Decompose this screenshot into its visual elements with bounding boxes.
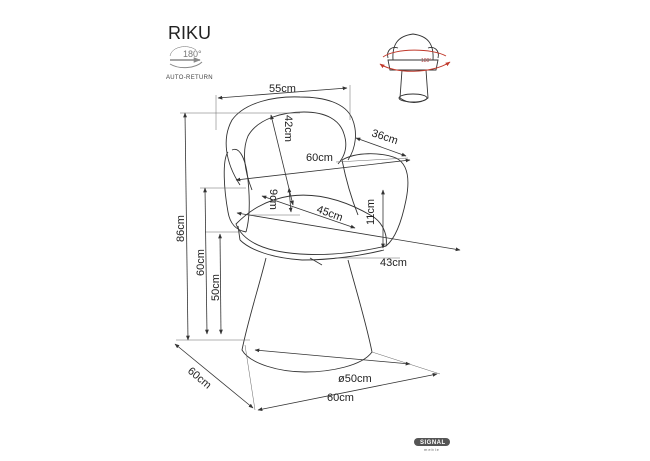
rotation-icon: [169, 46, 203, 69]
brand-logo: SIGNAL meble: [414, 438, 450, 452]
dim-top-width-label: 55cm: [269, 83, 296, 95]
dim-total-height-label: 86cm: [175, 215, 187, 242]
dim-width-label: 60cm: [327, 392, 354, 404]
dim-base-diameter-label: ø50cm: [338, 373, 372, 385]
dim-arm-depth-label: 36cm: [370, 127, 399, 147]
dim-back-height-label: 42cm: [282, 115, 294, 142]
dimension-lines: [174, 86, 461, 412]
dim-seat-width-label: 43cm: [380, 257, 407, 269]
dim-inner-width-label: 60cm: [306, 152, 333, 164]
dim-cushion-thickness-label: 9cm: [267, 189, 279, 210]
dim-seat-depth-label: 45cm: [315, 204, 344, 224]
auto-return-label: AUTO-RETURN: [166, 75, 213, 81]
product-title: RIKU: [168, 23, 211, 43]
dim-arm-floor-height-label: 60cm: [195, 249, 207, 276]
dim-arm-height-label: 11cm: [365, 199, 377, 225]
rotation-degrees-label: 180°: [183, 49, 202, 59]
brand-name: SIGNAL: [420, 440, 446, 446]
inset-degrees-label: 180°: [421, 58, 431, 64]
extension-lines: [176, 85, 441, 411]
dim-depth-label: 60cm: [185, 365, 213, 391]
rotation-inset-chair: [379, 33, 451, 103]
dim-seat-floor-height-label: 50cm: [210, 274, 222, 301]
brand-sub: meble: [424, 447, 440, 452]
